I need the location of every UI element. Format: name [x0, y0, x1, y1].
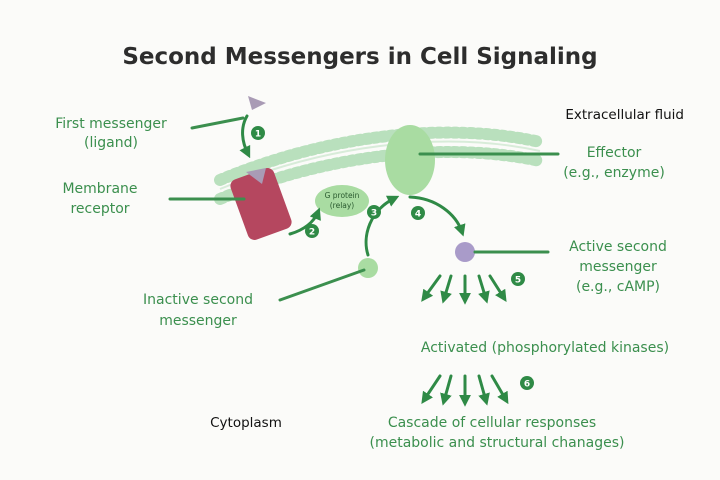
step-badge-2: 2 [305, 224, 319, 238]
page-title: Second Messengers in Cell Signaling [122, 44, 597, 70]
step-badge-6: 6 [520, 376, 534, 390]
label-cascade: Cascade of cellular responses [388, 415, 596, 431]
svg-text:6: 6 [524, 380, 530, 390]
flow-arrows [239, 114, 466, 257]
effector-shape [385, 125, 435, 195]
svg-text:G protein: G protein [325, 191, 360, 200]
inactive-second-messenger-shape [358, 258, 378, 278]
step-badge-5: 5 [511, 272, 525, 286]
membrane-receptor-shape [230, 168, 292, 240]
label-first-messenger-sub: (ligand) [84, 135, 138, 151]
bound-ligand-shape [246, 168, 266, 184]
label-active-second-messenger-3: (e.g., cAMP) [576, 279, 660, 295]
label-cytoplasm: Cytoplasm [210, 415, 282, 431]
step-badge-4: 4 [411, 206, 425, 220]
label-membrane-receptor: Membrane [62, 181, 137, 197]
svg-text:2: 2 [309, 228, 315, 238]
label-active-second-messenger-2: messenger [579, 259, 657, 275]
step-badge-1: 1 [251, 126, 265, 140]
first-messenger-ligand-shape [248, 96, 266, 110]
label-inactive-second-messenger-sub: messenger [159, 313, 237, 329]
svg-text:5: 5 [515, 276, 521, 286]
label-activated: Activated (phosphorylated kinases) [421, 340, 669, 356]
active-second-messenger-shape [455, 242, 475, 262]
label-inactive-second-messenger: Inactive second [143, 292, 253, 308]
label-extracellular-fluid: Extracellular fluid [565, 107, 684, 123]
fan-arrows-step-5 [421, 274, 507, 305]
label-active-second-messenger: Active second [569, 239, 667, 255]
label-effector-sub: (e.g., enzyme) [563, 165, 665, 181]
svg-text:1: 1 [255, 130, 261, 140]
svg-text:3: 3 [371, 209, 377, 219]
label-cascade-sub: (metabolic and structural chanages) [370, 435, 625, 451]
g-protein-shape: G protein (relay) [315, 185, 369, 217]
label-effector: Effector [587, 145, 642, 161]
step-badge-3: 3 [367, 205, 381, 219]
svg-text:(relay): (relay) [330, 201, 355, 210]
label-first-messenger: First messenger [55, 116, 167, 132]
label-membrane-receptor-sub: receptor [70, 201, 129, 217]
leader-lines [168, 116, 560, 302]
svg-text:4: 4 [415, 210, 421, 220]
fan-arrows-step-6 [421, 374, 509, 407]
